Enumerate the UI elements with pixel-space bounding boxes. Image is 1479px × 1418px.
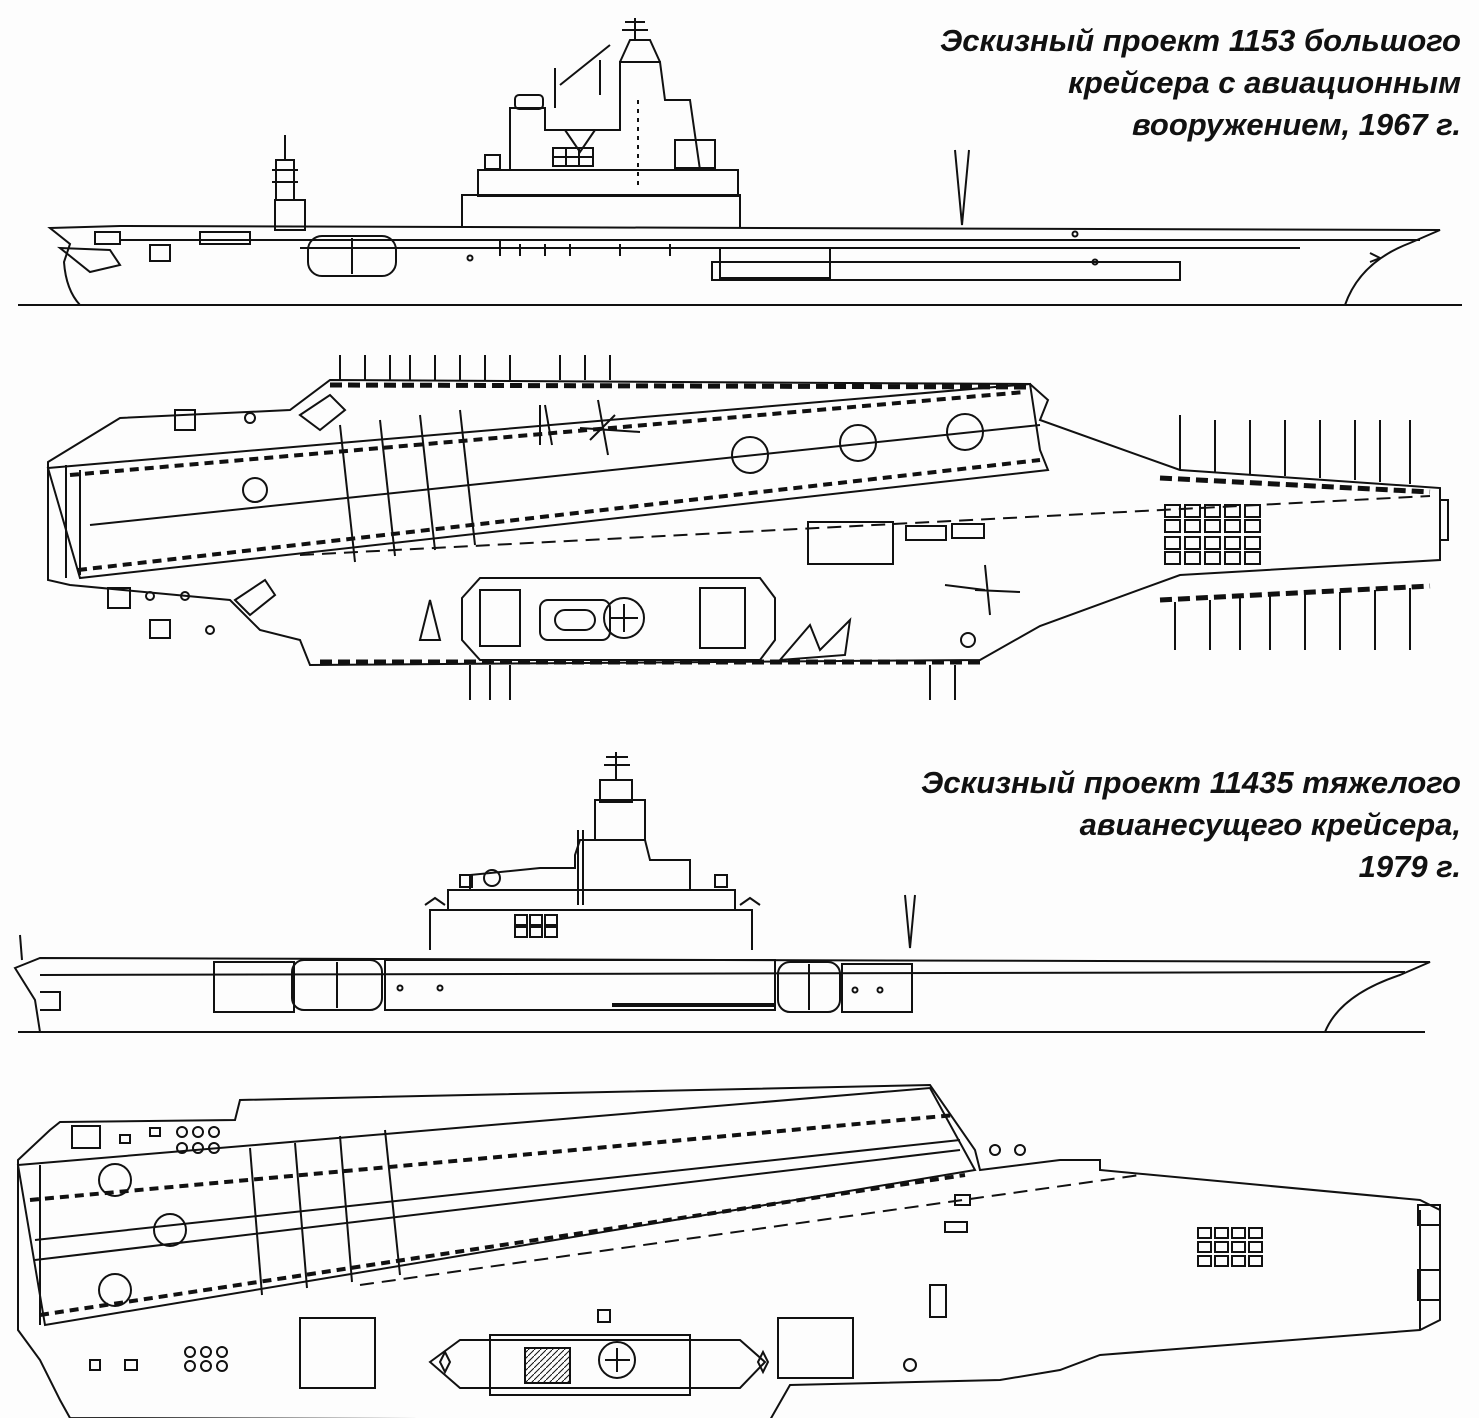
helicopter-rotor [580,400,640,455]
project-11435-side-view [15,752,1430,1032]
caption-1153-line3: вооружением, 1967 г. [1131,107,1461,142]
project-11435-plan-view [18,1085,1440,1418]
missile-cells-11435 [1198,1228,1262,1266]
caption-11435-line3: 1979 г. [1358,849,1461,884]
caption-11435-line2: авианесущего крейсера, [1079,807,1461,842]
caption-1153-line2: крейсера с авиационным [1068,65,1461,100]
caption-project-1153: Эскизный проект 1153 большого крейсера с… [940,20,1461,146]
project-1153-plan-view [48,355,1448,700]
caption-project-11435: Эскизный проект 11435 тяжелого авианесущ… [921,762,1461,888]
caption-11435-line1: Эскизный проект 11435 тяжелого [921,765,1461,800]
project-1153-side-view [18,18,1462,305]
caption-1153-line1: Эскизный проект 1153 большого [940,23,1461,58]
missile-cells-1153 [1165,505,1260,564]
